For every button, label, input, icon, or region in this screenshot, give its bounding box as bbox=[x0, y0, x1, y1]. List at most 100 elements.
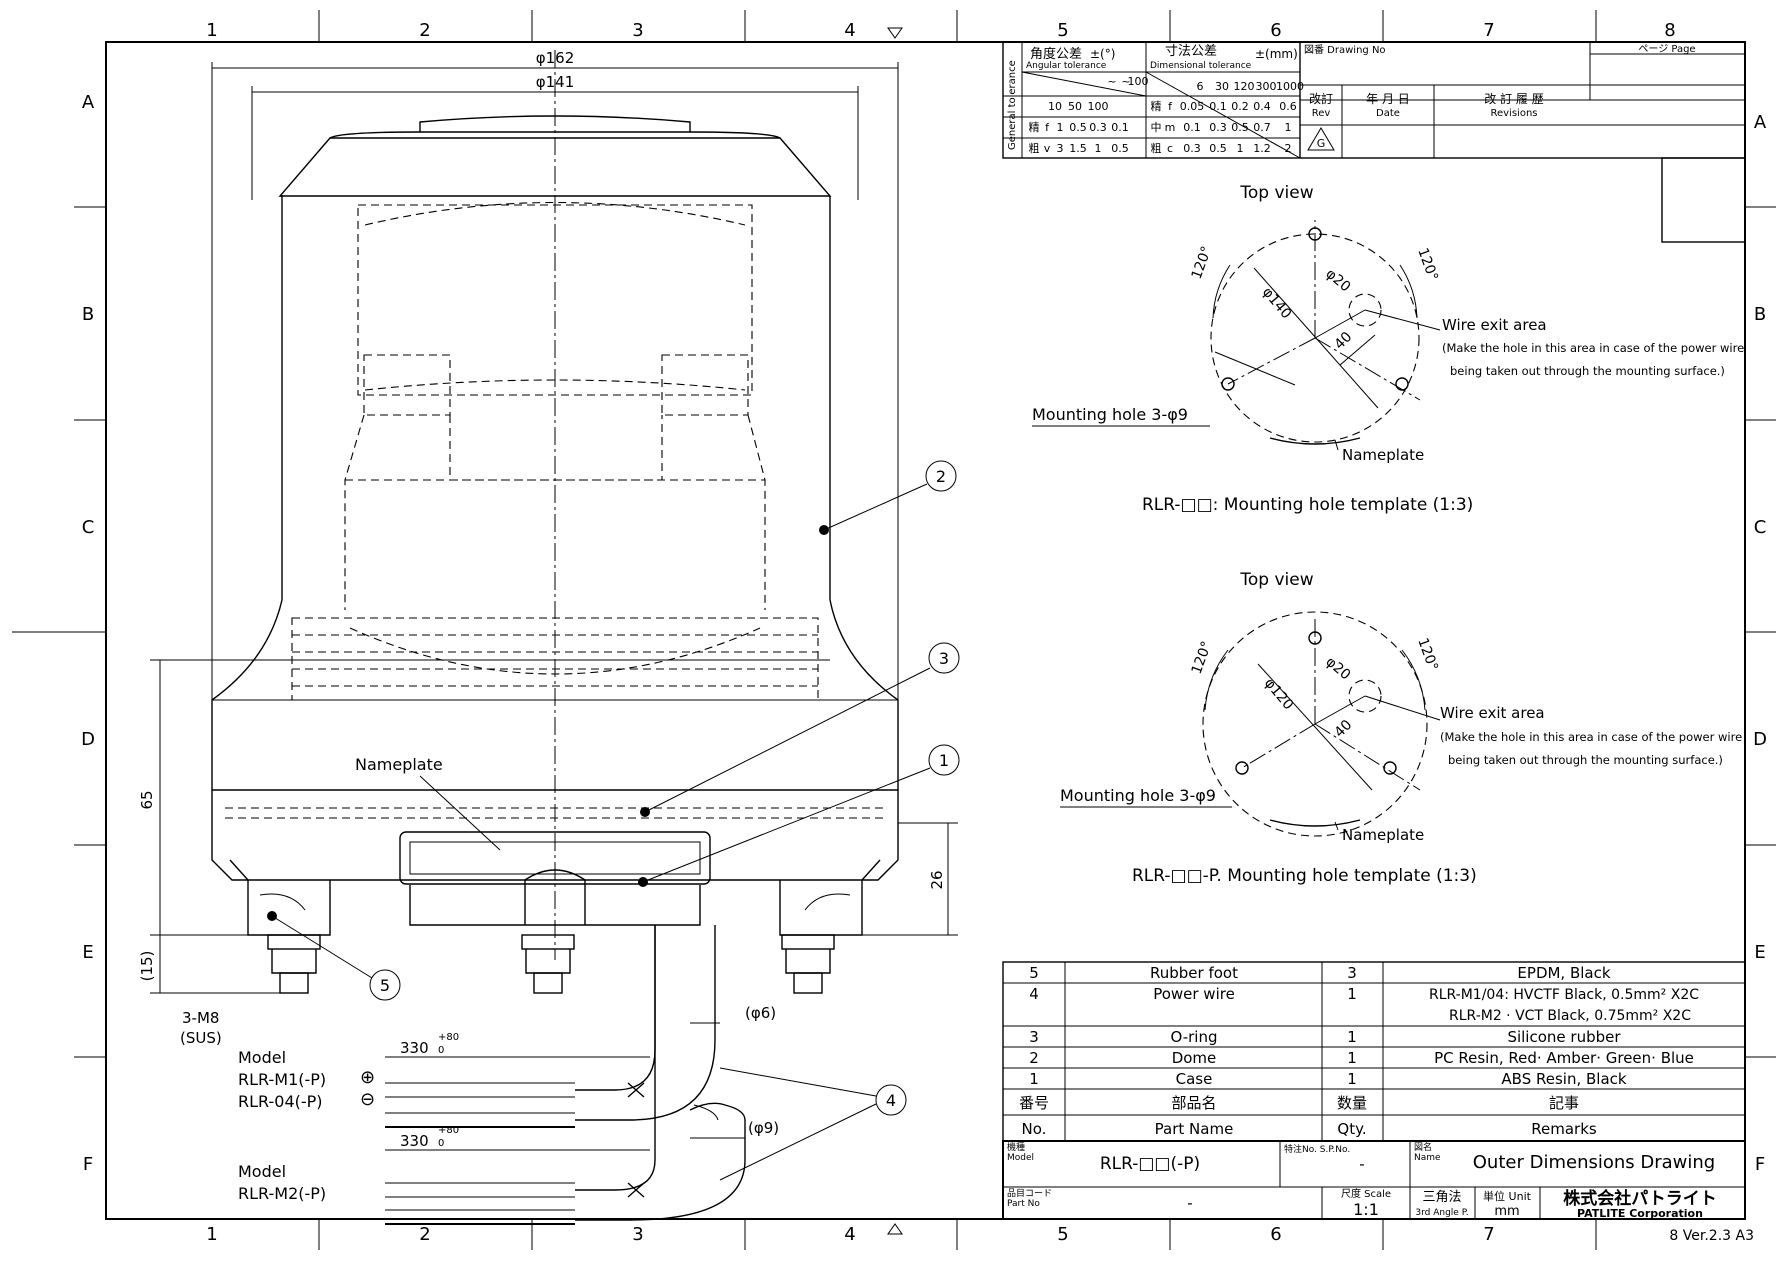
partno-label: Part No bbox=[1007, 1199, 1040, 1209]
model-value: RLR-□□(-P) bbox=[1100, 1154, 1200, 1174]
partno-label-jp: 品目コード bbox=[1007, 1188, 1052, 1199]
balloon-2: 2 bbox=[936, 467, 946, 486]
dim-tolerance-lower: 0 bbox=[438, 1045, 444, 1056]
tol-val: 0.5 bbox=[1111, 142, 1129, 155]
tol-val: 0.3 bbox=[1089, 121, 1107, 134]
col-label: 2 bbox=[419, 1224, 430, 1245]
view-labels: Nameplate Model RLR-M1(-P) RLR-04(-P) ⊕ … bbox=[238, 755, 501, 1203]
dim-cable-6: (φ6) bbox=[745, 1004, 776, 1022]
ang-col: 10 bbox=[1048, 100, 1062, 113]
ang-col: ~ bbox=[1121, 75, 1130, 88]
part-no: 4 bbox=[1029, 985, 1039, 1003]
template2-nameplate: Nameplate bbox=[1342, 826, 1424, 844]
part-name: Dome bbox=[1172, 1049, 1217, 1067]
rev-label-jp: 改訂 bbox=[1309, 91, 1333, 106]
balloon-3: 3 bbox=[939, 649, 949, 668]
part-qty: 1 bbox=[1347, 985, 1357, 1003]
tol-val: 2 bbox=[1285, 142, 1292, 155]
ang-col: 50 bbox=[1068, 100, 1082, 113]
dim-diameter-141: φ141 bbox=[536, 73, 575, 91]
tol-val: 0.5 bbox=[1069, 121, 1087, 134]
dim-wire-length-2: 330 bbox=[400, 1132, 429, 1150]
dim-height-65: 65 bbox=[138, 790, 156, 809]
row-label: F bbox=[83, 1154, 93, 1175]
tol-class: c bbox=[1167, 142, 1173, 155]
unit-value: mm bbox=[1494, 1204, 1519, 1219]
template2-caption: RLR-□□-P. Mounting hole template (1:3) bbox=[1132, 866, 1477, 886]
tol-val: 3 bbox=[1057, 142, 1064, 155]
tol-val: 0.3 bbox=[1209, 121, 1227, 134]
row-label: E bbox=[82, 942, 93, 963]
plus-terminal-icon: ⊕ bbox=[360, 1067, 375, 1088]
tol-val: 0.4 bbox=[1253, 100, 1271, 113]
tol-grade: 中 bbox=[1151, 121, 1162, 134]
tol-grade: 精 bbox=[1029, 121, 1040, 134]
dim-col: 1000 bbox=[1276, 80, 1304, 93]
tol-class: m bbox=[1165, 121, 1176, 134]
tol-grade: 精 bbox=[1151, 100, 1162, 113]
template2-offset: 40 bbox=[1332, 717, 1356, 741]
col-label: 7 bbox=[1483, 20, 1494, 41]
template1-top-view: Top view bbox=[1239, 183, 1313, 203]
balloon-5: 5 bbox=[380, 976, 390, 995]
date-label-jp: 年 月 日 bbox=[1366, 92, 1410, 106]
part-name: O-ring bbox=[1171, 1028, 1218, 1046]
tol-val: 1.2 bbox=[1253, 142, 1271, 155]
col-label: 6 bbox=[1270, 20, 1281, 41]
tol-val: 1 bbox=[1237, 142, 1244, 155]
tol-val: 0.05 bbox=[1180, 100, 1205, 113]
template2-angle-right: 120° bbox=[1414, 636, 1441, 673]
header-qty: Qty. bbox=[1337, 1120, 1366, 1138]
col-label: 7 bbox=[1483, 1224, 1494, 1245]
col-label: 4 bbox=[844, 1224, 855, 1245]
mounting-template-1: Top view φ140 φ20 40 120° 120° Wire exit… bbox=[1032, 183, 1744, 515]
tol-val: 0.6 bbox=[1279, 100, 1297, 113]
dim-tolerance-lower-2: 0 bbox=[438, 1138, 444, 1149]
general-tolerance-label: General tolerance bbox=[1007, 60, 1018, 150]
model-label: Model bbox=[1007, 1153, 1034, 1163]
sp-label: 特注No. S.P.No. bbox=[1284, 1143, 1350, 1155]
model1-title: Model bbox=[238, 1048, 286, 1067]
template1-mounting: Mounting hole 3-φ9 bbox=[1032, 405, 1188, 424]
part-remarks: RLR-M1/04: HVCTF Black, 0.5mm² X2C bbox=[1429, 987, 1699, 1003]
partno-value: - bbox=[1187, 1194, 1192, 1212]
balloon-4: 4 bbox=[886, 1091, 896, 1110]
col-label: 3 bbox=[632, 1224, 643, 1245]
template2-mounting: Mounting hole 3-φ9 bbox=[1060, 786, 1216, 805]
scale-value: 1:1 bbox=[1353, 1200, 1379, 1219]
col-label: 4 bbox=[844, 20, 855, 41]
tol-grade: 粗 bbox=[1029, 142, 1040, 155]
template2-note1: (Make the hole in this area in case of t… bbox=[1440, 730, 1742, 744]
dim-tolerance-jp: 寸法公差 bbox=[1165, 44, 1217, 59]
tol-val: 0.5 bbox=[1209, 142, 1227, 155]
angular-tolerance-jp: 角度公差 bbox=[1030, 46, 1082, 62]
dim-col: 6 bbox=[1197, 80, 1204, 93]
sheet-version: 8 Ver.2.3 A3 bbox=[1669, 1228, 1754, 1244]
revision-triangle-icon bbox=[1307, 127, 1335, 151]
tol-val: 1.5 bbox=[1069, 142, 1087, 155]
part-balloons: 2 3 1 4 5 bbox=[267, 460, 960, 1181]
row-label: C bbox=[82, 517, 95, 538]
part-no: 2 bbox=[1029, 1049, 1039, 1067]
drawing-name: Outer Dimensions Drawing bbox=[1473, 1152, 1715, 1173]
template1-note1: (Make the hole in this area in case of t… bbox=[1442, 341, 1744, 355]
name-label: Name bbox=[1414, 1153, 1441, 1163]
ang-col: 100 bbox=[1128, 75, 1149, 88]
row-label: C bbox=[1754, 517, 1767, 538]
template1-angle-right: 120° bbox=[1414, 246, 1441, 283]
part-name: Rubber foot bbox=[1150, 964, 1238, 982]
part-remarks: PC Resin, Red· Amber· Green· Blue bbox=[1434, 1049, 1694, 1067]
ang-col: 100 bbox=[1088, 100, 1109, 113]
nameplate-label: Nameplate bbox=[355, 755, 443, 774]
rev-mark: G bbox=[1317, 137, 1326, 150]
header-name-jp: 部品名 bbox=[1171, 1094, 1216, 1112]
part-name: Power wire bbox=[1153, 985, 1235, 1003]
part-name: Case bbox=[1176, 1070, 1213, 1088]
part-remarks: Silicone rubber bbox=[1507, 1028, 1621, 1046]
dim-height-15: (15) bbox=[138, 951, 156, 982]
tol-class: f bbox=[1045, 121, 1050, 134]
template1-hole: φ20 bbox=[1322, 266, 1353, 296]
mounting-template-2: Top view φ120 φ20 40 120° 120° Wire exit… bbox=[1060, 570, 1742, 886]
ang-col: ~ bbox=[1107, 75, 1116, 88]
